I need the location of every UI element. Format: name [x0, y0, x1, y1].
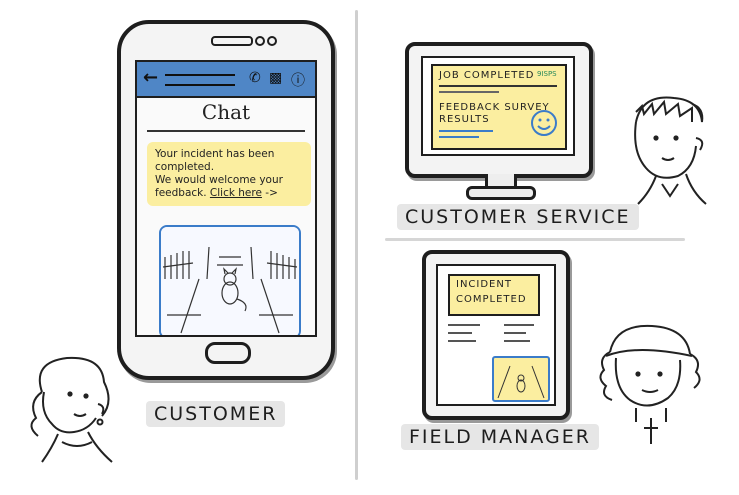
tablet-text-line — [448, 324, 480, 326]
phone-speaker — [211, 36, 253, 46]
tablet-cat-photo[interactable] — [492, 356, 550, 402]
phone-screen: ← ✆ ▩ ⓘ Chat Your incident has been comp… — [135, 60, 317, 337]
info-icon[interactable]: ⓘ — [291, 73, 305, 89]
message-bubble: Your incident has been completed. We wou… — [147, 142, 311, 206]
phone-call-icon[interactable]: ✆ — [249, 70, 261, 86]
cat-photo[interactable] — [159, 225, 301, 335]
customer-service-label: CUSTOMER SERVICE — [397, 204, 639, 230]
vertical-divider — [355, 10, 358, 480]
incident-note: INCIDENT COMPLETED — [448, 274, 540, 316]
survey-scribble — [439, 130, 493, 132]
app-bar-title-lines — [165, 74, 235, 86]
smiley-icon — [531, 110, 557, 136]
monitor-base — [466, 186, 536, 200]
message-text: feedback. — [155, 187, 207, 199]
tablet-text-line — [504, 324, 534, 326]
feedback-link[interactable]: Click here — [209, 187, 262, 199]
back-arrow-icon[interactable]: ← — [143, 67, 159, 88]
tablet-screen: INCIDENT COMPLETED — [436, 264, 556, 406]
message-line: completed. — [155, 161, 215, 173]
incident-note-line2: COMPLETED — [456, 294, 527, 305]
phone-sensor — [267, 36, 277, 46]
chat-title-underline — [147, 130, 305, 132]
note-rule — [439, 85, 557, 87]
job-tag: 9ISPS — [537, 70, 557, 78]
tablet-text-line — [448, 340, 476, 342]
chat-title: Chat — [201, 100, 251, 124]
phone-camera — [255, 36, 265, 46]
tablet-text-line — [504, 340, 530, 342]
chat-app-bar: ← ✆ ▩ ⓘ — [137, 62, 315, 98]
field-manager-avatar — [599, 324, 701, 444]
message-line: feedback. Click here -> — [155, 187, 303, 200]
customer-label: CUSTOMER — [146, 401, 286, 427]
field-manager-label: FIELD MANAGER — [401, 424, 599, 450]
tablet-text-line — [448, 332, 472, 334]
customer-service-avatar — [634, 96, 707, 205]
note-scribble — [439, 91, 499, 93]
monitor-screen: JOB COMPLETED 9ISPS FEEDBACK SURVEY RESU… — [421, 56, 575, 156]
message-line: We would welcome your — [155, 174, 283, 186]
job-note: JOB COMPLETED 9ISPS FEEDBACK SURVEY RESU… — [431, 64, 567, 150]
tablet-text-line — [504, 332, 526, 334]
video-call-icon[interactable]: ▩ — [269, 70, 283, 86]
survey-title-line2: RESULTS — [439, 114, 490, 125]
link-arrow-icon: -> — [265, 187, 278, 199]
survey-title-line1: FEEDBACK SURVEY — [439, 102, 550, 113]
job-completed-title: JOB COMPLETED — [439, 70, 535, 81]
home-button[interactable] — [205, 342, 251, 364]
horizontal-divider — [385, 238, 685, 241]
customer-avatar — [30, 356, 113, 463]
desktop-monitor: JOB COMPLETED 9ISPS FEEDBACK SURVEY RESU… — [405, 42, 593, 178]
smartphone: ← ✆ ▩ ⓘ Chat Your incident has been comp… — [117, 20, 335, 380]
incident-note-line1: INCIDENT — [456, 279, 512, 290]
survey-scribble — [439, 136, 479, 138]
message-line: Your incident has been — [155, 148, 275, 160]
tablet-device: INCIDENT COMPLETED — [422, 250, 570, 420]
